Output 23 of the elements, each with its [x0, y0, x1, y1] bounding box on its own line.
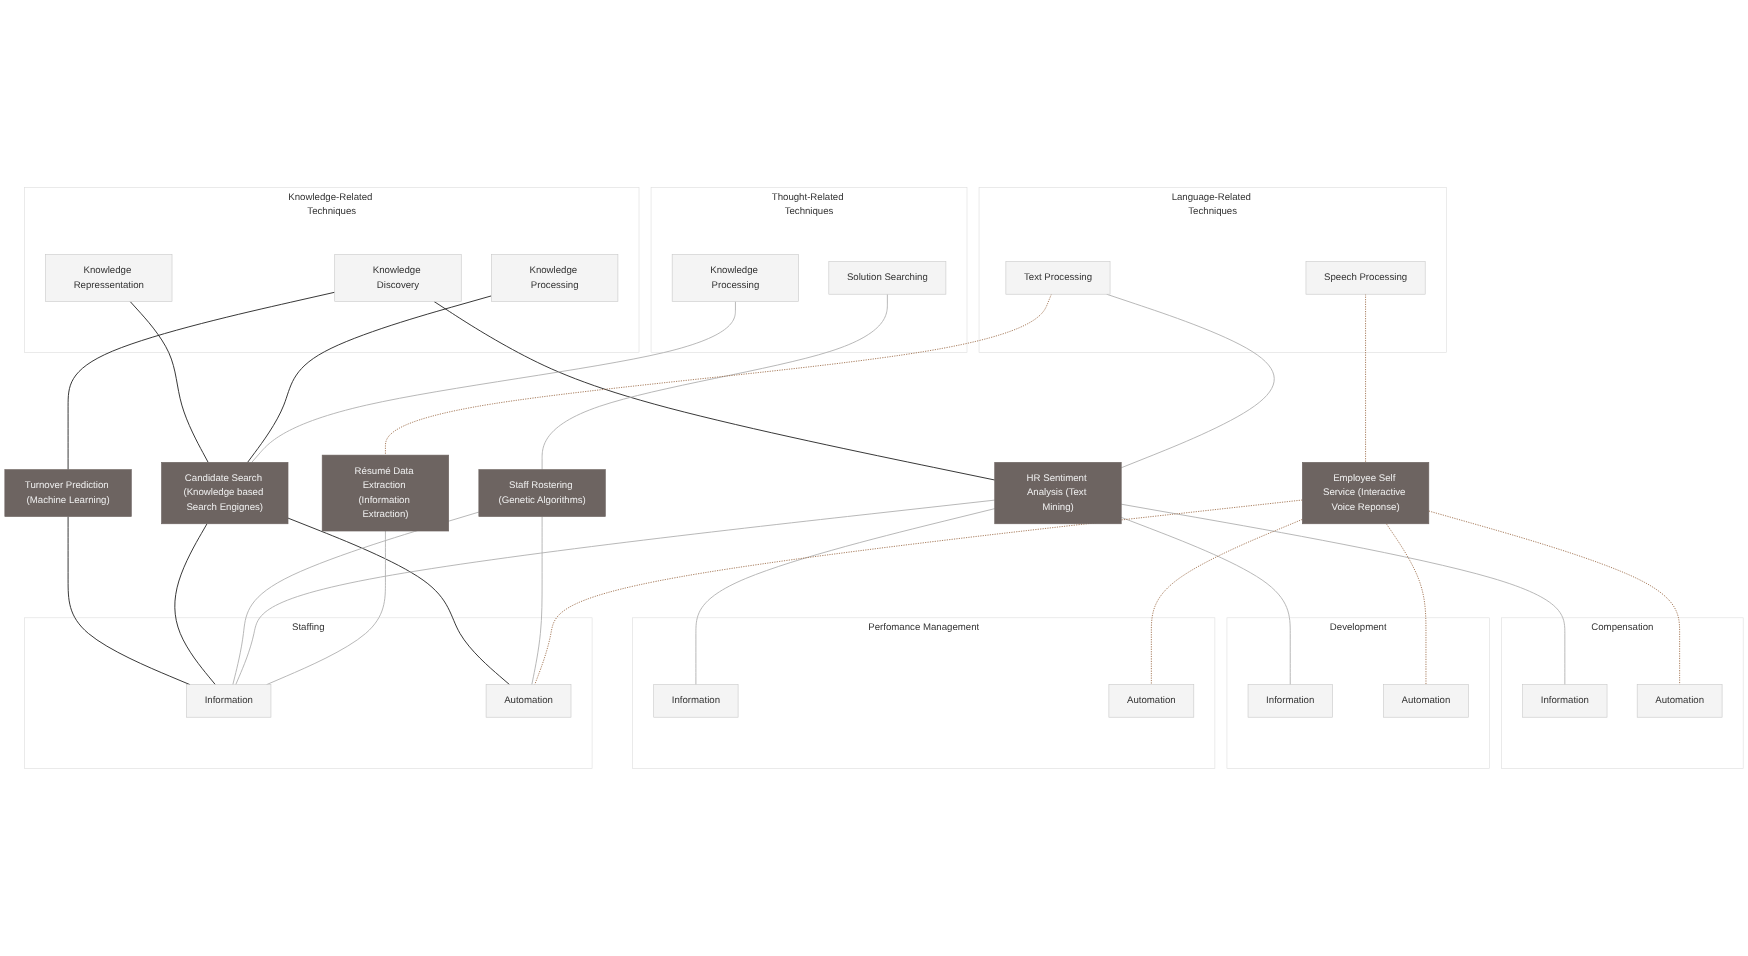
connector: [235, 499, 996, 686]
connector: [385, 293, 1052, 456]
connector: [287, 517, 511, 686]
connector: [247, 295, 492, 463]
connector: [266, 530, 386, 686]
connector: [1106, 293, 1275, 469]
connector: [251, 301, 736, 463]
connector: [174, 523, 216, 686]
connector: [534, 499, 1303, 686]
connector: [1120, 516, 1291, 686]
connector: [129, 301, 209, 463]
connector: [67, 516, 191, 686]
connector: [1365, 293, 1366, 463]
connector: [433, 301, 996, 481]
connector: [1428, 510, 1681, 686]
connector: [1150, 518, 1303, 686]
connector: [695, 508, 996, 686]
connector: [1120, 503, 1566, 686]
connector: [232, 511, 480, 686]
connector: [1385, 523, 1427, 686]
connector: [541, 293, 888, 470]
connector: [531, 516, 543, 686]
connector: [67, 291, 336, 470]
